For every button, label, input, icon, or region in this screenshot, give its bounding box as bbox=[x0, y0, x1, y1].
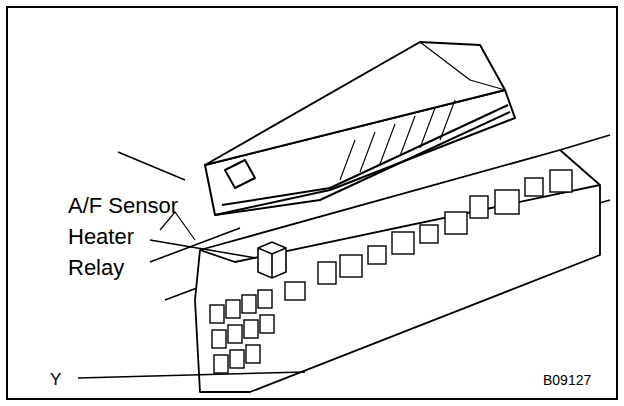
part-label: A/F Sensor Heater Relay bbox=[68, 190, 193, 283]
figure-number: B09127 bbox=[543, 371, 591, 389]
frame-border bbox=[7, 7, 617, 399]
view-letter: Y bbox=[50, 370, 61, 390]
cover-ribs bbox=[340, 100, 455, 180]
relay-box-cover bbox=[205, 42, 515, 215]
heater-relay bbox=[258, 242, 286, 278]
